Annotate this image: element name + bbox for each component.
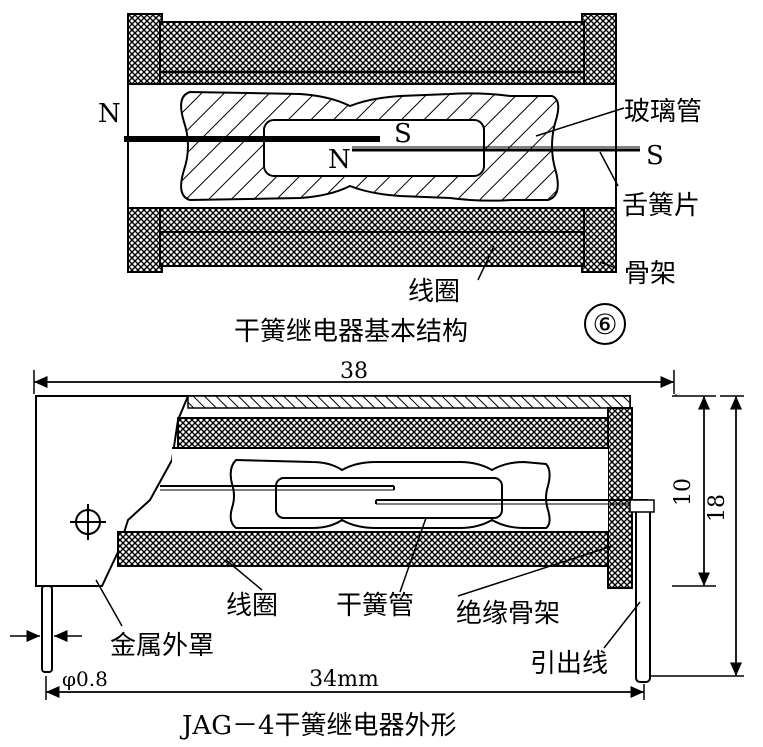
leader-reed-tube	[399, 517, 427, 593]
figure-number-circle	[584, 303, 626, 345]
label-reed-tube: 干簧管	[336, 591, 414, 621]
leader-coil-top	[477, 245, 495, 281]
top-structure: N S N S 玻璃管 舌簧片 骨架 线圈 干簧继电器基本结构 ⑥	[98, 13, 702, 347]
label-coil-top: 线圈	[408, 277, 460, 307]
bobbin-right-flange-bottom	[607, 407, 633, 589]
label-bobbin: 骨架	[624, 259, 676, 289]
leader-bobbin-bottom	[457, 545, 613, 597]
dim-base: 34mm	[309, 667, 379, 692]
shell-pin	[41, 585, 53, 673]
dim-height-inner: 10	[671, 478, 696, 506]
figure-number: ⑥	[592, 308, 617, 341]
label-lead-wire: 引出线	[530, 649, 608, 679]
bottom-exterior: 38	[10, 359, 744, 741]
leader-metal-shell	[95, 579, 123, 627]
label-coil-bottom: 线圈	[226, 591, 278, 621]
reed-tube-cavity	[275, 477, 503, 519]
leader-coil-bottom	[225, 559, 263, 591]
dim-height-outer: 18	[705, 494, 730, 522]
leader-glass-tube	[535, 107, 625, 137]
dim-length: 38	[340, 359, 368, 384]
coil-lower-bottom	[117, 531, 629, 567]
leader-lead-wire	[603, 601, 641, 649]
caption-top: 干簧继电器基本结构	[234, 317, 468, 347]
leader-reed	[599, 151, 619, 187]
reed-left	[124, 136, 380, 142]
coil-lower	[159, 207, 585, 267]
pole-label-right-s: S	[646, 141, 664, 171]
label-reed: 舌簧片	[622, 191, 700, 221]
coil-upper	[159, 21, 585, 85]
leader-bobbin	[599, 261, 617, 269]
lead-wire	[635, 501, 651, 683]
pole-label-inner-s: S	[394, 119, 412, 149]
dim-pin-diameter: φ0.8	[62, 667, 108, 691]
mounting-hole-icon	[70, 504, 106, 540]
shell-top-strip	[187, 395, 631, 409]
pole-label-left-n: N	[98, 99, 121, 129]
metal-shell	[35, 395, 190, 587]
caption-bottom: JAG－4干簧继电器外形	[179, 711, 457, 741]
label-glass-tube: 玻璃管	[624, 97, 702, 127]
pole-label-inner-n: N	[328, 145, 351, 175]
label-metal-shell: 金属外罩	[110, 631, 214, 661]
label-insulated-bobbin: 绝缘骨架	[456, 599, 560, 629]
coil-upper-bottom	[177, 417, 629, 449]
glass-tube-cavity	[263, 119, 485, 177]
